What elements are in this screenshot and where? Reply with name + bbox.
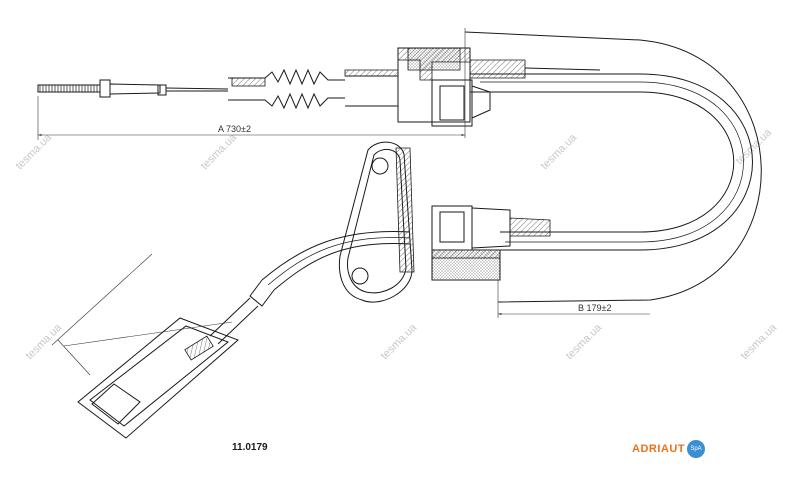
watermark-7: tesma.ua — [564, 321, 605, 362]
watermark-3: tesma.ua — [539, 131, 580, 172]
watermark-1: tesma.ua — [14, 131, 55, 172]
watermark-8: tesma.ua — [739, 321, 780, 362]
dimension-diagonal — [51, 253, 233, 376]
watermark-2: tesma.ua — [199, 131, 240, 172]
upper-adjuster-housing — [344, 47, 601, 127]
watermark-5: tesma.ua — [24, 321, 65, 362]
clevis-end — [77, 317, 239, 439]
dimension-b: B 179±2 — [497, 280, 650, 318]
part-number: 11.0179 — [232, 442, 268, 453]
dimension-a-label: A 730±2 — [218, 124, 251, 134]
dimension-b-label: B 179±2 — [578, 303, 611, 313]
rubber-boot — [228, 68, 345, 110]
watermark-4: tesma.ua — [734, 126, 775, 167]
watermark-6: tesma.ua — [379, 321, 420, 362]
curved-cable — [209, 230, 411, 345]
brand-badge: SpA — [687, 440, 705, 458]
mounting-flange — [338, 141, 415, 303]
lower-adjuster-housing — [431, 205, 551, 281]
outer-sheath — [464, 31, 762, 303]
dimension-a: A 730±2 — [37, 28, 466, 140]
brand-logo: ADRIAUT SpA — [632, 440, 705, 458]
brand-name: ADRIAUT — [632, 443, 685, 455]
threaded-end — [37, 79, 229, 98]
